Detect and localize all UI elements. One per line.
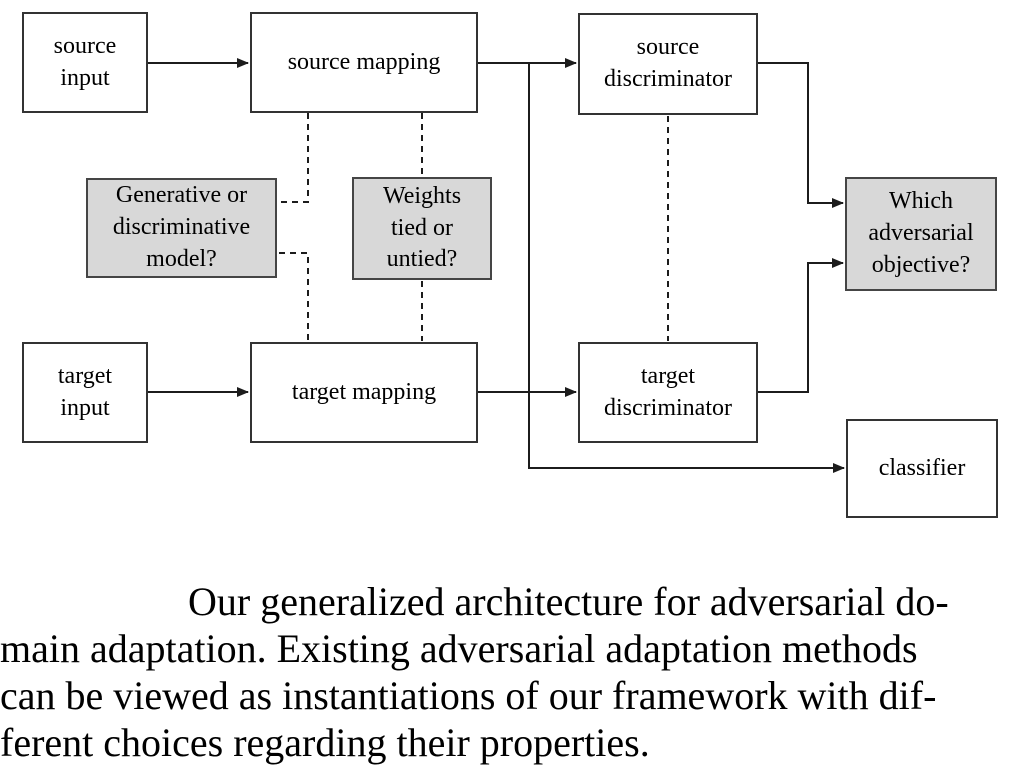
node-source-mapping: source mapping (250, 12, 478, 113)
connector-lines (148, 58, 845, 473)
node-generative-or-discriminative-label: Generative or discriminative model? (112, 182, 251, 272)
node-source-input: source input (22, 12, 148, 113)
node-classifier-label: classifier (878, 454, 966, 481)
node-source-discriminator: source discriminator (578, 13, 758, 115)
node-which-adversarial-objective: Which adversarial objective? (845, 177, 997, 291)
caption-line-1: Our generalized architecture for adversa… (188, 579, 949, 624)
node-source-input-label: source input (53, 32, 117, 91)
node-generative-or-discriminative: Generative or discriminative model? (86, 178, 277, 278)
node-target-mapping: target mapping (250, 342, 478, 443)
arrow-target-discriminator-to-objective (758, 258, 844, 393)
node-target-mapping-label: target mapping (291, 378, 437, 405)
dashed-source-mapping-to-gen-disc-box (279, 113, 309, 203)
node-classifier: classifier (846, 419, 998, 518)
caption-line-2: main adaptation. Existing adversarial ad… (0, 626, 918, 671)
caption-line-3: can be viewed as instantiations of our f… (0, 673, 937, 718)
node-weights-tied-or-untied-label: Weights tied or untied? (382, 182, 462, 273)
node-which-adversarial-objective-label: Which adversarial objective? (868, 188, 974, 278)
node-weights-tied-or-untied: Weights tied or untied? (352, 177, 492, 280)
node-target-input-label: target input (57, 362, 113, 421)
node-target-input: target input (22, 342, 148, 443)
dashed-gen-disc-box-to-target-mapping (279, 252, 309, 341)
arrow-source-mapping-branch-to-classifier (528, 63, 845, 473)
node-target-discriminator: target discriminator (578, 342, 758, 443)
node-source-mapping-label: source mapping (287, 48, 441, 75)
node-source-discriminator-label: source discriminator (604, 34, 732, 92)
caption-line-4: ferent choices regarding their propertie… (0, 720, 650, 765)
node-target-discriminator-label: target discriminator (604, 362, 732, 421)
architecture-diagram: source input source mapping source discr… (22, 12, 998, 518)
figure-caption: Our generalized architecture for adversa… (0, 578, 1024, 766)
arrow-source-discriminator-to-objective (758, 62, 844, 208)
